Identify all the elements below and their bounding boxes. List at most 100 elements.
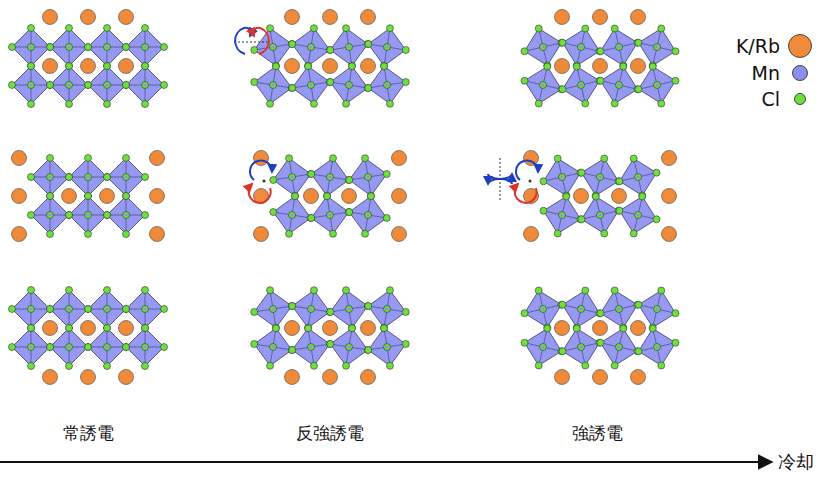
cl-atom — [601, 155, 608, 162]
cl-atom — [308, 214, 315, 221]
cl-atom — [142, 363, 149, 370]
mn-atom — [143, 45, 146, 48]
cl-atom — [47, 174, 54, 181]
cl-atom — [142, 44, 149, 51]
cl-atom — [559, 301, 566, 308]
mncl6-octahedron — [581, 158, 618, 195]
k-rb-atom — [43, 321, 58, 336]
mn-atom — [385, 45, 388, 48]
k-rb-atom — [81, 59, 96, 74]
cl-atom — [142, 25, 149, 32]
mncl6-octahedron — [600, 290, 637, 327]
k-rb-atom — [361, 321, 376, 336]
cl-atom — [365, 174, 372, 181]
cl-atom — [66, 344, 73, 351]
mn-atom — [105, 307, 108, 310]
mncl6-octahedron — [368, 290, 406, 328]
k-rb-atom — [81, 321, 96, 336]
cl-atom — [540, 178, 547, 185]
cl-atom — [104, 344, 111, 351]
k-rb-atom — [12, 151, 27, 166]
cl-atom — [577, 216, 584, 223]
mn-atom — [124, 175, 127, 178]
cl-atom — [85, 193, 92, 200]
cl-atom — [47, 231, 54, 238]
cl-atom — [364, 41, 371, 48]
cl-atom — [611, 362, 618, 369]
mncl6-octahedron — [619, 158, 656, 195]
cl-atom — [365, 212, 372, 219]
mncl6-octahedron — [12, 28, 50, 66]
cl-atom — [364, 303, 371, 310]
cl-atom — [578, 82, 585, 89]
cl-atom — [672, 339, 679, 346]
cl-atom — [540, 207, 547, 214]
cl-atom — [142, 212, 149, 219]
mncl6-octahedron — [31, 196, 69, 234]
cl-atom — [544, 325, 551, 332]
cl-atom — [142, 306, 149, 313]
cl-atom — [634, 86, 641, 93]
cl-atom — [616, 207, 623, 214]
mncl6-octahedron — [524, 28, 561, 65]
mncl6-octahedron — [88, 290, 126, 328]
mn-atom — [579, 45, 582, 48]
cl-atom — [578, 344, 585, 351]
cl-atom — [365, 346, 372, 353]
cl-atom — [272, 63, 279, 70]
cl-atom — [66, 212, 73, 219]
k-rb-atom — [43, 10, 58, 25]
mncl6-octahedron — [368, 328, 406, 366]
cl-atom — [611, 25, 618, 32]
cl-atom — [348, 324, 355, 331]
cl-atom — [123, 82, 130, 89]
k-rb-atom — [361, 59, 376, 74]
cl-atom — [634, 348, 641, 355]
mn-atom — [271, 307, 274, 310]
cl-atom — [654, 306, 661, 313]
mncl6-octahedron — [600, 66, 637, 103]
rotation-axis-point — [529, 180, 532, 183]
cl-atom — [386, 362, 393, 369]
cl-atom — [104, 101, 111, 108]
cl-atom — [544, 63, 551, 70]
cl-atom — [578, 216, 585, 223]
mn-atom — [48, 213, 51, 216]
mn-atom — [579, 307, 582, 310]
cl-atom — [104, 63, 111, 70]
cl-atom — [639, 193, 646, 200]
cl-atom — [597, 212, 604, 219]
k-rb-atom — [631, 321, 646, 336]
cl-atom — [85, 44, 92, 51]
cl-atom — [535, 362, 542, 369]
cl-atom — [123, 212, 130, 219]
cl-atom — [66, 82, 73, 89]
k-rb-atom — [631, 59, 646, 74]
cl-atom — [270, 176, 277, 183]
cl-atom — [402, 46, 409, 53]
mn-atom — [309, 307, 312, 310]
cl-atom — [327, 212, 334, 219]
mncl6-octahedron — [12, 290, 50, 328]
cl-atom — [615, 178, 622, 185]
k-rb-atom — [555, 370, 570, 385]
mn-atom — [105, 45, 108, 48]
cl-atom — [596, 48, 603, 55]
cl-atom — [573, 62, 580, 69]
mncl6-octahedron — [69, 158, 107, 196]
cl-atom — [386, 100, 393, 107]
cl-atom — [582, 100, 589, 107]
cl-atom — [123, 306, 130, 313]
cl-atom — [630, 155, 637, 162]
mn-atom — [617, 45, 620, 48]
mn-atom — [67, 45, 70, 48]
mn-atom — [598, 213, 601, 216]
cl-atom — [85, 231, 92, 238]
k-rb-atom — [62, 189, 77, 204]
mncl6-octahedron — [69, 196, 107, 234]
cl-atom — [326, 46, 333, 53]
cl-atom — [310, 362, 317, 369]
cl-atom — [123, 306, 130, 313]
cl-atom — [123, 44, 130, 51]
cl-atom — [104, 174, 111, 181]
